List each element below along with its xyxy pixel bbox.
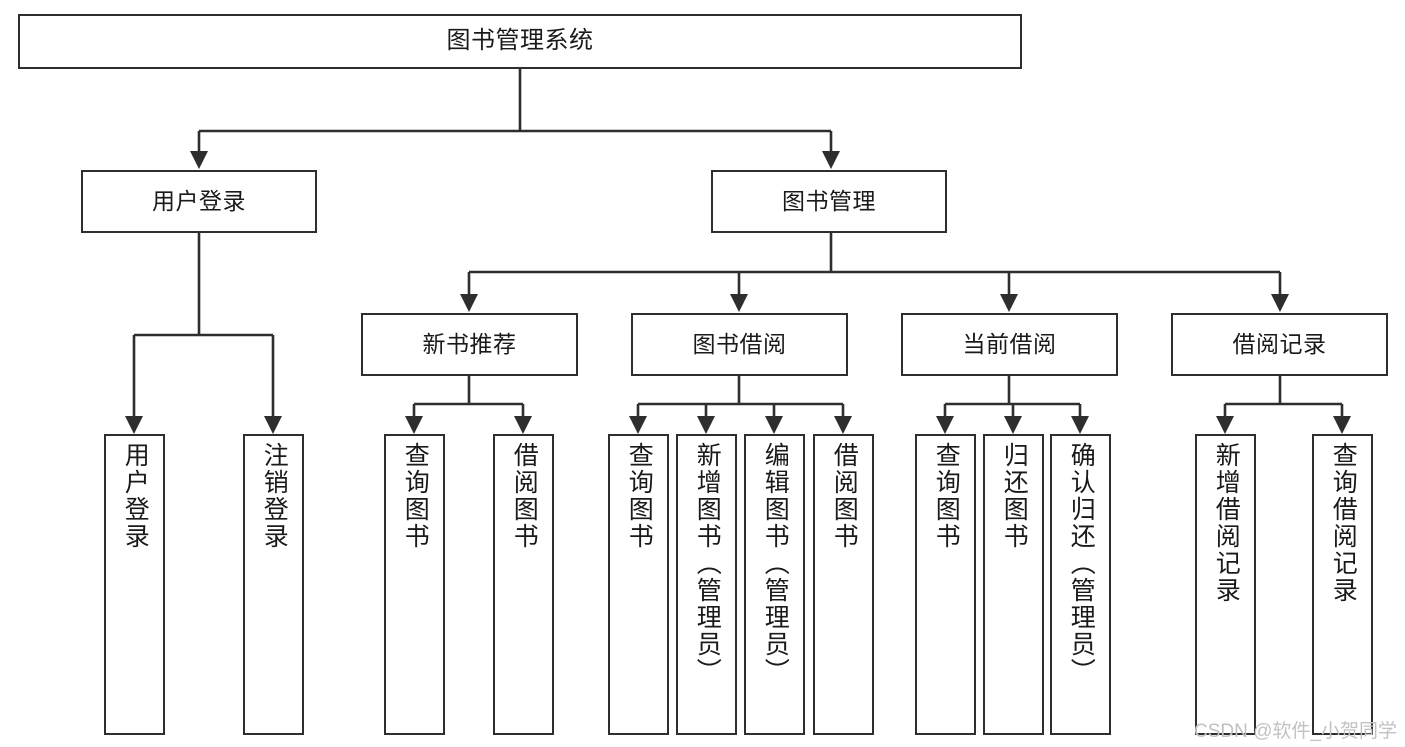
node-label: 归还图书 [1000,442,1029,550]
node-borrow-record[interactable]: 借阅记录 [1171,313,1388,376]
node-label: 新书推荐 [422,330,517,357]
node-label: 用户登录 [121,442,150,550]
node-new-book-recommend[interactable]: 新书推荐 [361,313,578,376]
node-label: 图书管理 [782,187,876,214]
node-label: 查询图书 [932,442,961,550]
csdn-watermark: CSDN @软件_小贺同学 [1194,721,1397,742]
node-label: 新增借阅记录 [1212,442,1241,604]
node-label: 查询图书 [625,442,654,550]
node-label: 新增图书（管理员） [693,442,722,685]
leaf-current-borrow-return[interactable]: 归还图书 [983,434,1044,735]
node-root-system[interactable]: 图书管理系统 [18,14,1022,69]
leaf-book-borrow-add[interactable]: 新增图书（管理员） [676,434,737,735]
node-label: 图书借阅 [692,330,787,357]
node-book-management[interactable]: 图书管理 [711,170,947,233]
node-label: 图书管理系统 [446,27,594,55]
node-user-login[interactable]: 用户登录 [81,170,317,233]
node-book-borrow[interactable]: 图书借阅 [631,313,848,376]
leaf-borrow-record-query[interactable]: 查询借阅记录 [1312,434,1373,735]
node-label: 注销登录 [260,442,289,550]
node-label: 查询借阅记录 [1329,442,1358,604]
leaf-book-borrow-borrow[interactable]: 借阅图书 [813,434,874,735]
node-label: 借阅图书 [510,442,539,550]
leaf-borrow-record-add[interactable]: 新增借阅记录 [1195,434,1256,735]
leaf-current-borrow-confirm-return[interactable]: 确认归还（管理员） [1050,434,1111,735]
leaf-book-borrow-query[interactable]: 查询图书 [608,434,669,735]
leaf-new-book-query[interactable]: 查询图书 [384,434,445,735]
node-label: 确认归还（管理员） [1067,442,1096,685]
leaf-current-borrow-query[interactable]: 查询图书 [915,434,976,735]
leaf-new-book-borrow[interactable]: 借阅图书 [493,434,554,735]
node-label: 当前借阅 [962,330,1057,357]
node-label: 用户登录 [152,187,246,214]
node-current-borrow[interactable]: 当前借阅 [901,313,1118,376]
node-label: 查询图书 [401,442,430,550]
node-label: 借阅记录 [1232,330,1327,357]
node-label: 借阅图书 [830,442,859,550]
leaf-user-login-login[interactable]: 用户登录 [104,434,165,735]
leaf-book-borrow-edit[interactable]: 编辑图书（管理员） [744,434,805,735]
leaf-user-login-logout[interactable]: 注销登录 [243,434,304,735]
node-label: 编辑图书（管理员） [761,442,790,685]
